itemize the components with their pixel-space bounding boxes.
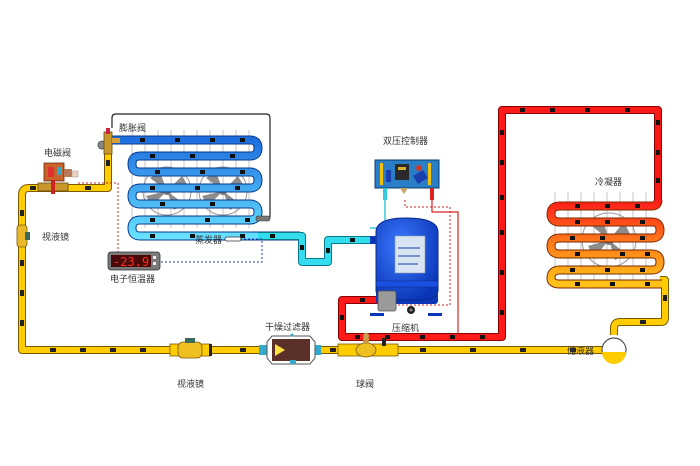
condenser-coil bbox=[546, 192, 665, 289]
compressor-terminal-box bbox=[377, 290, 397, 312]
label-sight-glass-left: 视液镜 bbox=[42, 231, 69, 243]
receiver-tank bbox=[601, 337, 627, 364]
label-evaporator: 蒸发器 bbox=[195, 234, 222, 246]
ball-valve bbox=[337, 333, 399, 358]
label-dual-pressure-controller: 双压控制器 bbox=[383, 135, 428, 147]
thermostat-display: -23.9 bbox=[113, 255, 149, 269]
discharge-line bbox=[338, 106, 662, 341]
label-filter-drier: 干燥过滤器 bbox=[265, 321, 310, 333]
sight-glass-bottom bbox=[169, 338, 212, 359]
evaporator-temperature-probe bbox=[224, 236, 242, 242]
label-ball-valve: 球阀 bbox=[356, 378, 374, 390]
solenoid-control-wire bbox=[78, 182, 119, 252]
evaporator-probe-wire bbox=[160, 238, 263, 263]
compressor-power-wire bbox=[392, 200, 451, 306]
label-thermostat: 电子恒温器 bbox=[110, 273, 155, 285]
dual-pressure-controller bbox=[374, 159, 440, 200]
liquid-line bbox=[18, 145, 669, 354]
suction-line bbox=[258, 232, 370, 266]
label-sight-glass-bottom: 视液镜 bbox=[177, 378, 204, 390]
sensing-bulb bbox=[255, 215, 271, 222]
label-condenser: 冷凝器 bbox=[595, 176, 622, 188]
evaporator-coil bbox=[110, 130, 300, 241]
liquid-flow-arrows bbox=[20, 160, 667, 352]
label-solenoid-valve: 电磁阀 bbox=[44, 147, 71, 159]
label-compressor: 压缩机 bbox=[392, 322, 419, 334]
compressor bbox=[370, 217, 442, 316]
sight-glass-left bbox=[16, 224, 30, 248]
compressor-nameplate bbox=[394, 235, 426, 274]
solenoid-valve bbox=[37, 162, 79, 194]
electronic-thermostat: -23.9 bbox=[107, 251, 161, 271]
label-receiver: 储液器 bbox=[567, 345, 594, 357]
filter-drier bbox=[259, 333, 321, 365]
expansion-valve bbox=[97, 128, 120, 155]
label-expansion-valve: 膨胀阀 bbox=[119, 122, 146, 134]
high-pressure-tube bbox=[431, 200, 459, 337]
